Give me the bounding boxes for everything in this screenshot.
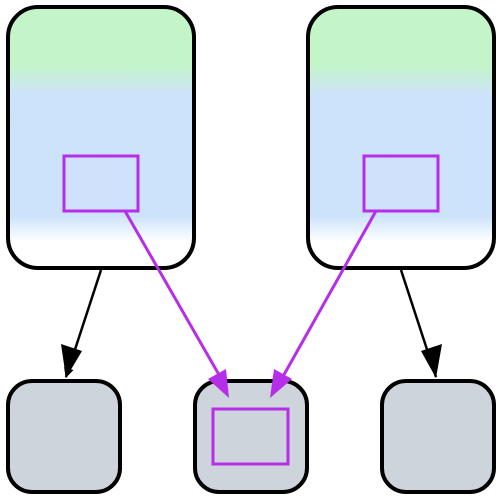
arrowhead-child-right <box>421 344 442 378</box>
edge-port-left-to-port-middle <box>123 210 224 381</box>
arrowhead-port-middle-right <box>270 369 292 398</box>
node-child-right[interactable] <box>380 379 496 494</box>
node-parent-right[interactable] <box>306 5 496 270</box>
arrowhead-port-middle-left <box>208 369 229 398</box>
arrowhead-child-left <box>61 344 82 378</box>
edge-port-right-to-port-middle <box>279 210 378 381</box>
node-parent-left[interactable] <box>6 5 196 270</box>
port-parent-right[interactable] <box>362 154 440 213</box>
node-child-left[interactable] <box>6 379 122 494</box>
port-child-middle[interactable] <box>211 407 290 466</box>
port-parent-left[interactable] <box>62 154 140 213</box>
